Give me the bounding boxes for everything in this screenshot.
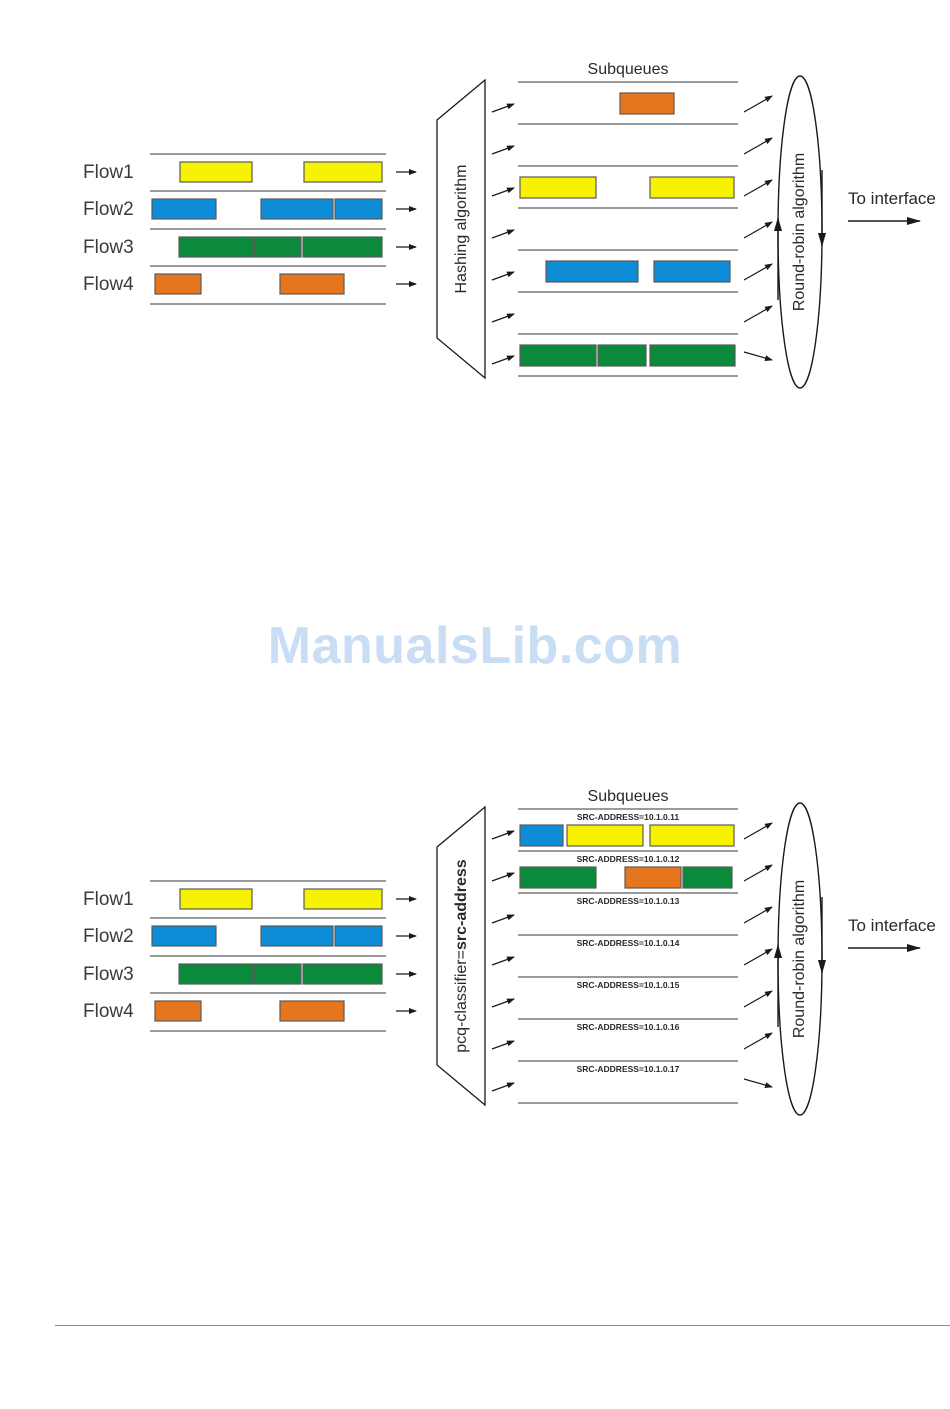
flow-label: Flow2 — [83, 199, 134, 220]
flow-packet — [303, 888, 383, 910]
classifier-shape — [436, 78, 486, 380]
flow-packet — [260, 198, 334, 220]
subqueue-packet — [649, 824, 735, 847]
scheduler-label: Round-robin algorithm — [791, 880, 808, 1038]
flow-packet — [253, 963, 302, 985]
subqueue-in-arrow — [491, 830, 515, 840]
flow-label: Flow1 — [83, 162, 134, 183]
flow-label: Flow1 — [83, 889, 134, 910]
flow-packet — [302, 963, 383, 985]
subqueue-in-arrow — [491, 1040, 515, 1050]
subqueue-out-arrow — [743, 263, 773, 281]
flow-packet — [179, 888, 253, 910]
flow-packet — [279, 1000, 345, 1022]
subqueue-in-arrow — [491, 998, 515, 1008]
flow-packet — [151, 198, 217, 220]
subqueue-packet — [519, 866, 597, 889]
flow-packet — [279, 273, 345, 295]
subqueue-out-arrow — [743, 822, 773, 840]
classifier-label-prefix: pcq-classifier= — [453, 950, 470, 1053]
subqueue-out-arrow — [743, 305, 773, 323]
subqueue-in-arrow — [491, 872, 515, 882]
flow-packet — [303, 161, 383, 183]
subqueue-out-arrow — [743, 990, 773, 1008]
subqueue-packet — [649, 176, 735, 199]
subqueue-packet — [619, 92, 675, 115]
output-label: To interface — [848, 916, 936, 935]
subqueue-packet — [519, 344, 597, 367]
flow-label: Flow4 — [83, 274, 134, 295]
flow-packet — [154, 1000, 202, 1022]
subqueue-packet — [624, 866, 682, 889]
subqueue-in-arrow — [491, 103, 515, 113]
classifier-shape — [436, 805, 486, 1107]
subqueue-out-arrow — [743, 351, 773, 361]
subqueue-out-arrow — [743, 1032, 773, 1050]
subqueue-packet — [519, 824, 564, 847]
flow-label: Flow2 — [83, 926, 134, 947]
subqueue-packet — [566, 824, 644, 847]
subqueue-label: SRC-ADDRESS=10.1.0.16 — [577, 1022, 680, 1032]
flow-packet — [302, 236, 383, 258]
flow-packet — [151, 925, 217, 947]
subqueue-in-arrow — [491, 187, 515, 197]
flow-packet — [334, 198, 383, 220]
subqueue-packet — [653, 260, 731, 283]
subqueue-out-arrow — [743, 137, 773, 155]
subqueue-in-arrow — [491, 956, 515, 966]
flow-label: Flow3 — [83, 237, 134, 258]
flow-packet — [154, 273, 202, 295]
flow-packet — [178, 236, 254, 258]
subqueue-in-arrow — [491, 271, 515, 281]
flow-packet — [178, 963, 254, 985]
subqueue-out-arrow — [743, 906, 773, 924]
subqueue-out-arrow — [743, 221, 773, 239]
output-label: To interface — [848, 189, 936, 208]
flow-packet — [260, 925, 334, 947]
subqueue-packet — [649, 344, 736, 367]
footer-rule — [55, 1325, 950, 1326]
subqueue-packet — [519, 176, 597, 199]
subqueue-out-arrow — [743, 1078, 773, 1088]
subqueue-label: SRC-ADDRESS=10.1.0.11 — [577, 812, 680, 822]
subqueue-in-arrow — [491, 145, 515, 155]
subqueues-title: Subqueues — [588, 788, 669, 805]
subqueue-packet — [545, 260, 639, 283]
classifier-label: Hashing algorithm — [453, 165, 470, 294]
subqueue-out-arrow — [743, 864, 773, 882]
subqueue-out-arrow — [743, 95, 773, 113]
subqueue-out-arrow — [743, 179, 773, 197]
subqueue-label: SRC-ADDRESS=10.1.0.17 — [577, 1064, 680, 1074]
flow-label: Flow4 — [83, 1001, 134, 1022]
scheduler-label: Round-robin algorithm — [791, 153, 808, 311]
subqueue-label: SRC-ADDRESS=10.1.0.15 — [577, 980, 680, 990]
classifier-label-bold: src-address — [453, 859, 470, 950]
subqueue-packet — [597, 344, 647, 367]
subqueue-in-arrow — [491, 313, 515, 323]
flow-packet — [179, 161, 253, 183]
subqueue-label: SRC-ADDRESS=10.1.0.12 — [577, 854, 680, 864]
subqueue-in-arrow — [491, 1082, 515, 1092]
subqueue-label: SRC-ADDRESS=10.1.0.14 — [577, 938, 680, 948]
subqueue-in-arrow — [491, 229, 515, 239]
subqueue-packet — [682, 866, 733, 889]
subqueue-label: SRC-ADDRESS=10.1.0.13 — [577, 896, 680, 906]
subqueue-in-arrow — [491, 914, 515, 924]
subqueue-out-arrow — [743, 948, 773, 966]
subqueues-title: Subqueues — [588, 61, 669, 78]
flow-label: Flow3 — [83, 964, 134, 985]
flow-packet — [334, 925, 383, 947]
subqueue-in-arrow — [491, 355, 515, 365]
classifier-label: pcq-classifier=src-address — [453, 859, 470, 1053]
watermark: ManualsLib.com — [267, 617, 683, 675]
flow-packet — [253, 236, 302, 258]
